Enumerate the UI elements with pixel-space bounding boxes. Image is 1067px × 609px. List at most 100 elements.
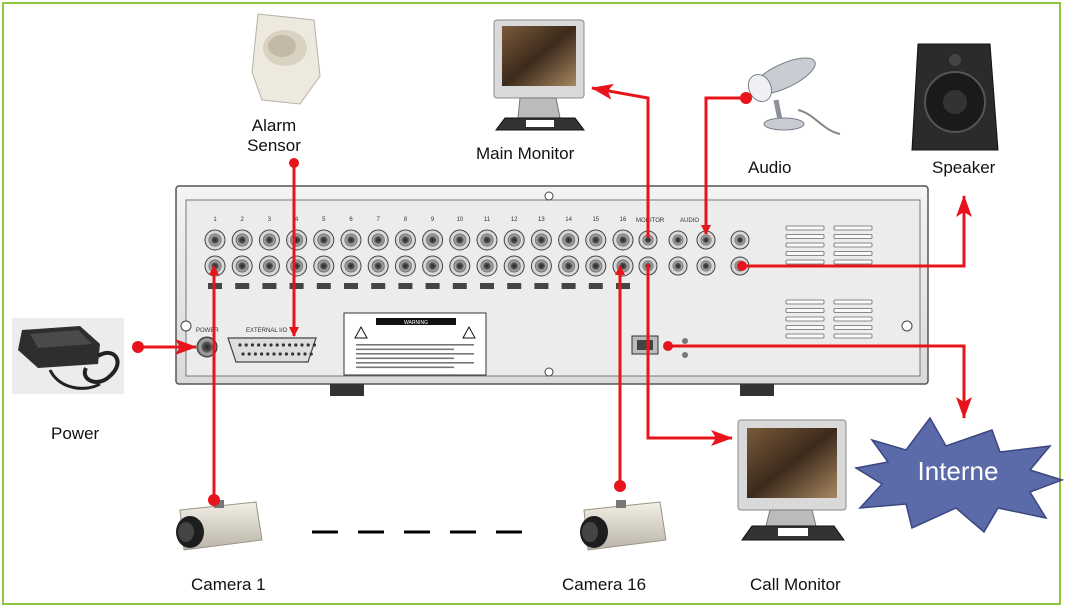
bnc-connector-core [453,259,467,273]
vent-slot [785,325,825,330]
av-connector-core [642,234,654,246]
io-pin [269,343,273,347]
io-pin [238,343,242,347]
channel-number: 12 [511,217,518,223]
termination-switch [398,283,413,289]
bnc-connector-core [262,259,276,273]
bnc-connector-core [453,233,467,247]
io-pin [312,343,316,347]
termination-switch [588,283,603,289]
io-pin [306,343,310,347]
io-pin [247,352,251,356]
call-monitor-connection [646,264,733,446]
termination-switch [371,283,386,289]
camera-1-label: Camera 1 [191,575,266,594]
vent-slot [833,259,873,265]
vent-slot [785,251,825,256]
av-connector-core [672,234,684,246]
io-pin [244,343,248,347]
io-pin [275,343,279,347]
av-connector-core [700,260,712,272]
channel-number: 9 [431,217,435,223]
bnc-connector-core [398,233,412,247]
alarm-sensor-label-line1: Alarm [251,116,297,135]
bnc-connector-core [589,233,603,247]
channel-number: 7 [377,217,381,223]
channel-number: 11 [484,217,491,223]
vent-slot [833,308,873,313]
speaker-device [911,43,999,151]
warning-text-line [356,357,454,360]
vent-slot [833,251,873,256]
termination-switch [262,283,277,289]
network-dot [663,341,673,351]
bnc-connector-core [290,233,304,247]
termination-switch [344,283,358,289]
audio-microphone-device [747,57,841,135]
bnc-connector-core [562,233,576,247]
termination-switch [480,283,494,289]
vent-slot [833,325,873,330]
channel-number: 1 [213,217,217,223]
vent-slot [833,333,873,339]
vent-slot [833,242,873,248]
av-connector-core [700,234,712,246]
call-monitor-device [737,419,847,541]
bnc-connector-core [616,233,630,247]
termination-switch [616,283,630,289]
power-port-label: POWER [196,328,219,334]
channel-number: 6 [349,217,353,223]
io-pin [297,352,301,356]
io-pin [272,352,276,356]
channel-number: 10 [456,217,463,223]
speaker-connection [742,195,972,268]
audio-connection [701,96,746,235]
alarm-sensor-label-line2: Sensor [247,136,301,155]
vent-slot [833,225,873,231]
io-pin [284,352,288,356]
channel-number: 3 [268,217,272,223]
bnc-connector-core [344,259,358,273]
io-pin [294,343,298,347]
vent-slot [785,242,825,248]
channel-number: 2 [241,217,245,223]
camera-16-dot [614,480,626,492]
vent-slot [833,234,873,239]
io-pin [241,352,245,356]
bnc-connector-core [371,233,385,247]
termination-switch [289,283,304,289]
vent-slot [785,259,825,265]
channel-number: 5 [322,217,326,223]
external-io-label: EXTERNAL I/O [246,328,287,334]
alarm-sensor-label: Alarm Sensor [244,116,304,156]
internet-connection [668,344,972,419]
call-monitor-label: Call Monitor [750,575,841,594]
termination-switch [452,283,467,289]
bnc-connector-core [208,233,222,247]
speaker-label: Speaker [932,158,996,177]
bnc-connector-core [562,259,576,273]
bnc-connector-core [290,259,304,273]
termination-switch [534,283,549,289]
av-connector-core [734,234,746,246]
bnc-connector-core [616,259,630,273]
av-connector-core [672,260,684,272]
alarm-sensor-dot [289,158,299,168]
warning-sticker: WARNING [343,312,487,376]
bnc-connector-core [480,233,494,247]
main-monitor-connection [591,83,650,238]
vent-slot [833,299,873,305]
bnc-connector-core [235,233,249,247]
channel-number: 4 [295,217,299,223]
camera-16-device [580,500,667,551]
warning-title: WARNING [404,320,428,326]
io-pin [260,352,264,356]
bnc-connector-core [317,233,331,247]
camera-1-dot [208,494,220,506]
warning-text-line [356,344,474,346]
io-pin [281,343,285,347]
io-pin [266,352,270,356]
network-port [631,335,688,358]
camera-16-label: Camera 16 [562,575,647,594]
